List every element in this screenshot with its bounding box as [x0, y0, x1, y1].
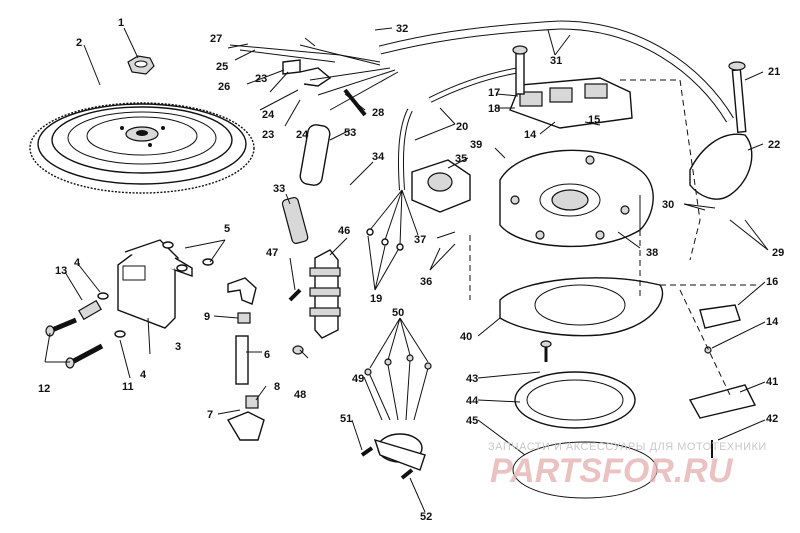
callout-45: 45 — [466, 415, 478, 427]
callout-39: 39 — [470, 139, 482, 151]
callout-38: 38 — [646, 247, 658, 259]
callout-52: 52 — [420, 511, 432, 523]
screws — [288, 288, 713, 480]
stator-assembly — [499, 149, 654, 248]
callout-27: 27 — [210, 33, 222, 45]
callout-8: 8 — [274, 381, 280, 393]
rectifier — [364, 354, 432, 471]
callout-47: 47 — [266, 247, 278, 259]
plug-boots-upper — [281, 59, 332, 244]
callout-32: 32 — [396, 23, 408, 35]
callout-21: 21 — [768, 66, 780, 78]
callout-7: 7 — [207, 409, 213, 421]
callout-31: 31 — [550, 55, 562, 67]
callout-2: 2 — [76, 37, 82, 49]
callout-53: 53 — [344, 127, 356, 139]
callout-28: 28 — [372, 107, 384, 119]
power-pack — [689, 61, 753, 200]
callout-48: 48 — [294, 389, 306, 401]
coil-hardware — [45, 241, 214, 369]
callout-12: 12 — [38, 383, 50, 395]
callout-24b: 24 — [296, 129, 309, 141]
boots-and-plugs — [226, 277, 265, 441]
callout-5: 5 — [224, 223, 230, 235]
callout-41: 41 — [766, 376, 778, 388]
callout-33: 33 — [273, 183, 285, 195]
callout-22: 22 — [768, 139, 780, 151]
callout-23a: 23 — [255, 73, 267, 85]
callout-35: 35 — [455, 153, 467, 165]
trigger-plate — [499, 277, 664, 337]
callout-3: 3 — [175, 341, 181, 353]
callout-29: 29 — [772, 247, 784, 259]
callout-26: 26 — [218, 81, 230, 93]
callout-9: 9 — [204, 311, 210, 323]
callout-40: 40 — [460, 331, 472, 343]
switch-box — [509, 45, 633, 129]
callout-1: 1 — [118, 17, 124, 29]
callout-46: 46 — [338, 225, 350, 237]
callout-15: 15 — [588, 114, 600, 126]
callout-14b: 14 — [766, 316, 779, 328]
callout-labels: 1 2 3 4 4 5 6 7 8 9 11 12 13 14 14 15 16… — [38, 17, 784, 523]
flywheel — [29, 102, 255, 194]
callout-11: 11 — [122, 381, 134, 393]
terminal-block — [309, 249, 341, 339]
callout-43: 43 — [466, 373, 478, 385]
callout-34: 34 — [372, 151, 385, 163]
watermark-tagline: ЗАПЧАСТИ И АКСЕССУАРЫ ДЛЯ МОТОТЕХНИКИ — [488, 441, 767, 453]
callout-14a: 14 — [524, 129, 537, 141]
callout-23b: 23 — [262, 129, 274, 141]
callout-50: 50 — [392, 307, 404, 319]
callout-19: 19 — [370, 293, 382, 305]
callout-30: 30 — [662, 199, 674, 211]
flywheel-nut — [127, 55, 155, 75]
callout-51: 51 — [340, 413, 352, 425]
callout-49: 49 — [352, 373, 364, 385]
watermark-logo: PARTSFOR.RU — [490, 452, 734, 490]
magnets — [688, 304, 757, 419]
callout-24a: 24 — [262, 109, 275, 121]
callout-16: 16 — [766, 276, 778, 288]
callout-4a: 4 — [74, 257, 81, 269]
callout-18: 18 — [488, 103, 500, 115]
callout-4b: 4 — [140, 369, 147, 381]
callout-37: 37 — [414, 234, 426, 246]
callout-44: 44 — [466, 395, 479, 407]
callout-25: 25 — [216, 61, 228, 73]
callout-17: 17 — [488, 87, 500, 99]
watermark: ЗАПЧАСТИ И АКСЕССУАРЫ ДЛЯ МОТОТЕХНИКИ PA… — [488, 441, 767, 490]
callout-42: 42 — [766, 413, 778, 425]
wire-harness — [229, 20, 734, 251]
ring-gear — [514, 371, 636, 429]
leader-lines — [44, 27, 769, 513]
retaining-ring — [512, 441, 658, 499]
callout-13: 13 — [55, 265, 67, 277]
charge-coil — [411, 159, 471, 213]
ignition-coil — [78, 239, 193, 329]
callout-36: 36 — [420, 276, 432, 288]
callout-20: 20 — [456, 121, 468, 133]
alignment-lines — [469, 79, 760, 396]
callout-6: 6 — [264, 349, 270, 361]
